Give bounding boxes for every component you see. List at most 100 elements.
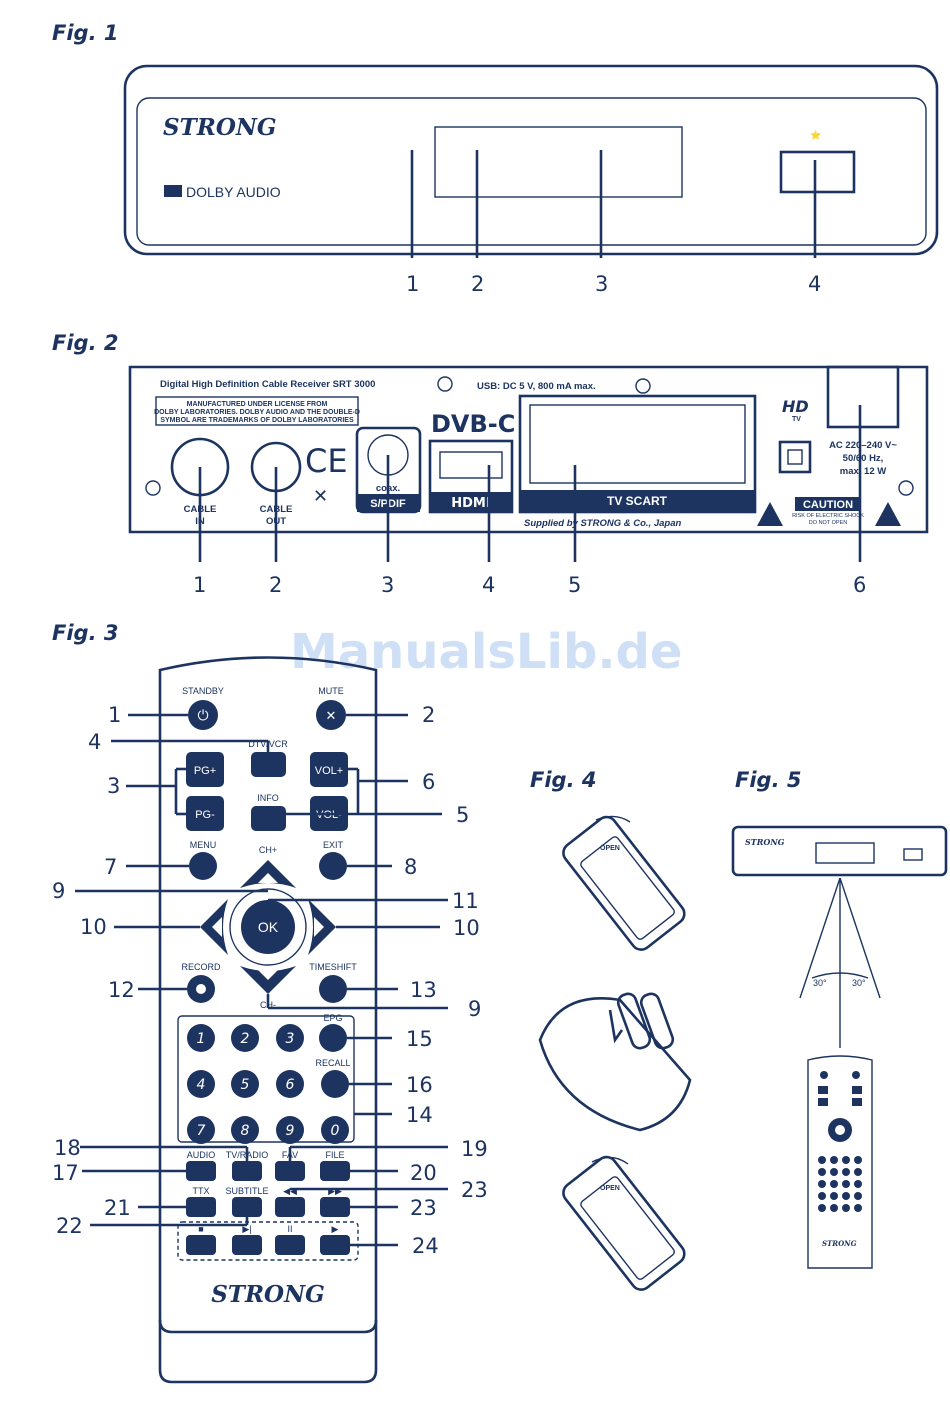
fig3-callout-4: 4 [88,730,101,754]
record-dot-icon [196,984,206,994]
usb-icon: ⭐ [810,129,821,140]
battery-insert-step-2 [538,992,692,1132]
fig3-callout-10-right: 10 [453,916,480,940]
fig5-remote-key [830,1156,838,1164]
lightning-warning-icon [757,502,783,526]
digit-label-2: 2 [241,1031,250,1047]
fig5-remote-key [854,1192,862,1200]
fig5-remote-key [854,1180,862,1188]
ttx-button[interactable] [186,1197,216,1217]
pause-button[interactable] [275,1235,305,1255]
dvbc-logo: DVB-C [431,410,515,438]
fig5-remote-key [854,1156,862,1164]
usb-port [779,150,856,194]
power-spec-3: max. 12 W [840,466,886,477]
fig3-callout-3: 3 [107,774,120,798]
fig5-angle-lines [799,877,881,1048]
digit-label-9: 9 [286,1123,295,1139]
label-epg: EPG [323,1013,342,1023]
fig1-dolby: DOLBY AUDIO [186,184,281,200]
pg-up-button[interactable] [186,752,224,787]
rewind-button[interactable] [275,1197,305,1217]
recall-button[interactable] [321,1070,349,1098]
power-cord [826,365,900,429]
play-button[interactable] [320,1235,350,1255]
fav-button[interactable] [275,1161,305,1181]
fig3-callout-13: 13 [410,978,437,1002]
digit-button-9[interactable] [276,1116,304,1144]
fig2-license-2: DOLBY LABORATORIES. DOLBY AUDIO AND THE … [154,409,360,416]
mute-button[interactable] [316,700,346,730]
label-mute: MUTE [318,686,344,696]
exclamation-warning-icon [875,502,901,526]
digit-button-4[interactable] [187,1070,215,1098]
digit-button-1[interactable] [187,1024,215,1052]
label-record: RECORD [181,962,221,972]
info-button[interactable] [251,806,286,831]
digit-button-7[interactable] [187,1116,215,1144]
fig5-remote-key [830,1204,838,1212]
pg-down-button[interactable] [186,796,224,831]
label-exit: EXIT [323,840,344,850]
digit-button-0[interactable] [321,1116,349,1144]
double-insulation-icon [778,440,812,474]
digit-button-5[interactable] [231,1070,259,1098]
label-subtitle: SUBTITLE [225,1186,268,1196]
fast-forward-button[interactable] [320,1197,350,1217]
caution-label: CAUTION [803,499,853,511]
fig3-callout-21: 21 [104,1196,131,1220]
fig5-remote-key [830,1168,838,1176]
digit-label-5: 5 [241,1077,250,1093]
fig2-license-1: MANUFACTURED UNDER LICENSE FROM [187,401,328,408]
fig5-brand-small: STRONG [745,837,785,847]
fig3-callout-7: 7 [104,855,117,879]
fig3-callout-19: 19 [461,1137,488,1161]
epg-button[interactable] [319,1024,347,1052]
digit-button-6[interactable] [276,1070,304,1098]
menu-button[interactable] [189,852,217,880]
digit-button-3[interactable] [276,1024,304,1052]
remote-body [158,656,378,1384]
watermark: ManualsLib.de [290,624,682,680]
exit-button[interactable] [319,852,347,880]
audio-button[interactable] [186,1161,216,1181]
fig1-brand: STRONG [163,114,277,141]
digit-button-8[interactable] [231,1116,259,1144]
fig3-callout-10-left: 10 [80,915,107,939]
digit-button-2[interactable] [231,1024,259,1052]
file-button[interactable] [320,1161,350,1181]
fig5-remote-key [818,1204,826,1212]
battery-cover-step-3 [562,1155,686,1291]
power-spec-1: AC 220–240 V~ [829,440,897,451]
skip-button[interactable] [232,1235,262,1255]
fig5-remote-key [818,1168,826,1176]
label-ch-up: CH+ [259,845,277,855]
digit-label-6: 6 [286,1077,295,1093]
ok-button[interactable] [241,900,295,954]
fig3-callout-24: 24 [412,1234,439,1258]
standby-button[interactable] [188,700,218,730]
dtv-vcr-button[interactable] [251,752,286,777]
fig3-title: Fig. 3 [52,621,118,645]
fig5-remote-key [818,1180,826,1188]
fig3-callout-9-left: 9 [52,879,65,903]
display-window [434,126,683,198]
fig3-callout-lines [75,713,448,1247]
fig3-callout-5: 5 [456,803,469,827]
hdtv-logo-tv: TV [792,416,801,423]
timeshift-button[interactable] [319,975,347,1003]
subtitle-button[interactable] [232,1197,262,1217]
tv-radio-button[interactable] [232,1161,262,1181]
stop-button[interactable] [186,1235,216,1255]
fig2-model: Digital High Definition Cable Receiver S… [160,379,375,390]
fig3-callout-14: 14 [406,1103,433,1127]
fig3-callout-1: 1 [108,703,121,727]
play-icon: ▶ [332,1224,339,1234]
fig3-callout-15: 15 [406,1027,433,1051]
fig5-angle-right: 30° [852,978,866,988]
label-audio: AUDIO [187,1150,216,1160]
fig5-remote-key [854,1168,862,1176]
vol-up-button[interactable] [310,752,348,787]
fig2-callout-1: 1 [193,573,206,597]
hdmi-label: HDMI [451,496,490,511]
